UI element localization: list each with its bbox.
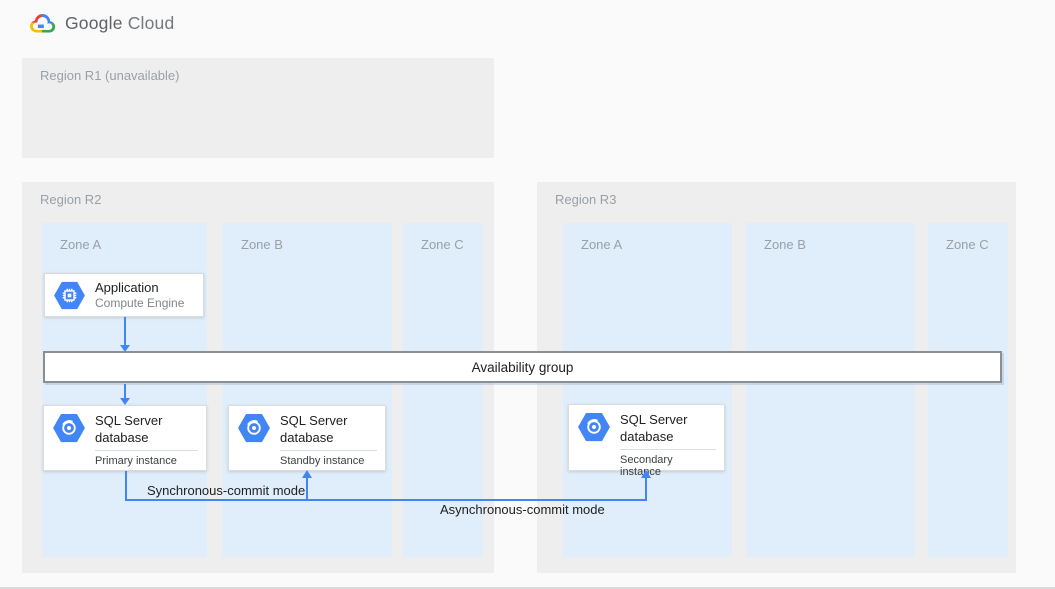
standby-db-instance-label: Standby instance [280, 454, 365, 467]
region-r1: Region R1 (unavailable) [22, 58, 494, 158]
card-divider [95, 449, 198, 451]
secondary-db-card: SQL Server database Secondary instance [568, 404, 725, 478]
card-divider [620, 448, 716, 450]
application-card: Application Compute Engine [44, 273, 204, 317]
zone-r2-b-label: Zone B [241, 237, 283, 252]
zone-r3-b-label: Zone B [764, 237, 806, 252]
logo-google-text: Google [65, 12, 123, 33]
application-card-text: Application Compute Engine [95, 280, 184, 310]
secondary-db-text: SQL Server database Secondary instance [620, 412, 716, 478]
secondary-db-instance-label: Secondary instance [620, 453, 673, 478]
secondary-db-title: SQL Server database [620, 412, 688, 444]
primary-db-instance-label: Primary instance [95, 454, 177, 467]
application-title: Application [95, 280, 159, 295]
availability-group-label: Availability group [471, 359, 574, 375]
zone-r2-b: Zone B [223, 223, 392, 557]
logo-cloud-text: Cloud [127, 12, 175, 33]
zone-r3-c-label: Zone C [946, 237, 989, 252]
google-cloud-wordmark: Google Cloud [65, 13, 174, 34]
sql-server-database-icon [578, 412, 610, 442]
google-cloud-logo: Google Cloud [29, 12, 174, 34]
standby-db-text: SQL Server database Standby instance [280, 413, 377, 470]
primary-db-card: SQL Server database Primary instance [43, 405, 207, 471]
async-commit-label: Asynchronous-commit mode [440, 502, 605, 517]
primary-db-text: SQL Server database Primary instance [95, 413, 198, 470]
sql-server-database-icon [53, 413, 85, 443]
region-r1-label: Region R1 (unavailable) [40, 68, 180, 83]
standby-db-title: SQL Server database [280, 413, 348, 445]
compute-engine-icon [54, 281, 85, 309]
application-subtitle: Compute Engine [95, 296, 185, 310]
zone-r3-a-label: Zone A [581, 237, 623, 252]
zone-r2-c: Zone C [403, 223, 483, 557]
region-r2-label: Region R2 [40, 192, 102, 207]
google-cloud-icon [29, 13, 56, 33]
zone-r3-a: Zone A [563, 223, 732, 557]
region-r3-label: Region R3 [555, 192, 617, 207]
standby-db-card: SQL Server database Standby instance [228, 405, 386, 471]
primary-db-title: SQL Server database [95, 413, 163, 445]
availability-group-bar: Availability group [43, 351, 1002, 383]
zone-r3-b: Zone B [746, 223, 915, 557]
zone-r2-c-label: Zone C [421, 237, 464, 252]
sync-commit-label: Synchronous-commit mode [147, 483, 306, 498]
zone-r3-c: Zone C [928, 223, 1008, 557]
sql-server-database-icon [238, 413, 270, 443]
card-divider [280, 449, 377, 451]
zone-r2-a-label: Zone A [60, 237, 102, 252]
